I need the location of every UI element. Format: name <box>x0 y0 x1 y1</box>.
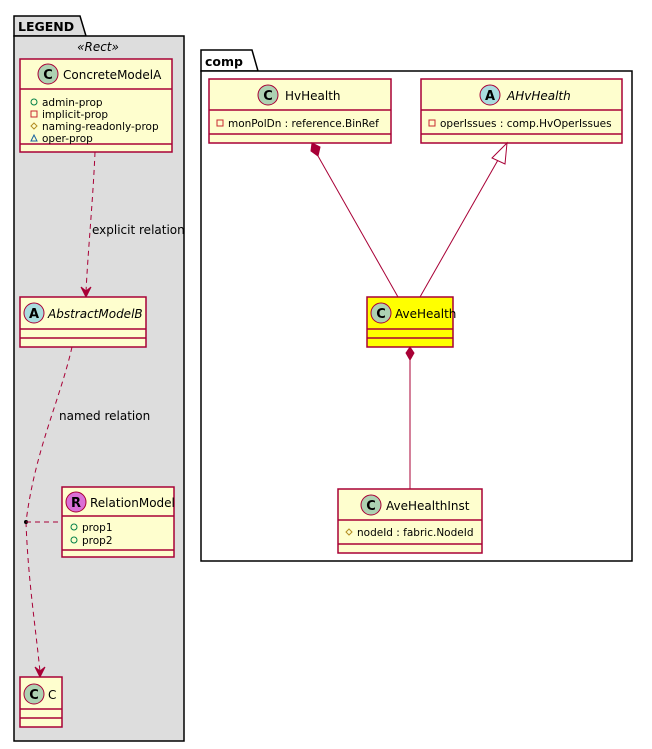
protected-visibility-icon <box>345 528 353 536</box>
public-visibility-icon <box>70 523 78 531</box>
class-name: ConcreteModelA <box>63 68 162 82</box>
class-name: HvHealth <box>285 89 341 103</box>
class-c-icon <box>37 63 59 85</box>
arrow-head-icon <box>80 286 92 299</box>
class-c-icon-letter: C <box>29 688 39 703</box>
abstract-a-icon-letter: A <box>485 89 495 104</box>
private-visibility-icon <box>216 119 224 127</box>
package-visibility-icon <box>30 133 38 142</box>
member-prop1: prop1 <box>82 522 113 534</box>
class-c[interactable]: C C <box>19 676 63 728</box>
class-ahvhealth[interactable]: A AHvHealth operIssues : comp.HvOperIssu… <box>420 78 623 144</box>
class-relation-model[interactable]: R RelationModel prop1 prop2 <box>61 486 175 558</box>
class-c-icon-letter: C <box>376 307 386 322</box>
abstract-a-icon <box>479 84 501 106</box>
inheritance-triangle-icon <box>491 141 508 165</box>
protected-visibility-icon <box>30 122 38 130</box>
public-visibility-icon <box>30 98 38 106</box>
legend-stereotype: «Rect» <box>77 40 119 54</box>
class-name: AveHealth <box>395 307 456 321</box>
class-name: AbstractModelB <box>47 307 143 321</box>
class-name: AHvHealth <box>506 89 571 103</box>
composition-diamond-icon <box>405 346 415 362</box>
arrow-head-icon <box>34 666 46 679</box>
member-nodeid: nodeId : fabric.NodeId <box>357 527 473 539</box>
class-name: AveHealthInst <box>386 499 470 513</box>
explicit-relation-edge: explicit relation <box>80 151 185 299</box>
private-visibility-icon <box>428 119 436 127</box>
class-c-icon <box>360 494 382 516</box>
class-c-icon <box>23 683 45 705</box>
abstract-a-icon-letter: A <box>29 307 39 322</box>
abstract-a-icon <box>23 302 45 324</box>
class-avehealthinst[interactable]: C AveHealthInst nodeId : fabric.NodeId <box>337 488 483 554</box>
relation-r-icon-letter: R <box>71 496 81 511</box>
member-admin-prop: admin-prop <box>42 97 103 109</box>
class-c-icon <box>370 302 392 324</box>
class-avehealth[interactable]: C AveHealth <box>366 296 456 348</box>
named-relation-edge: named relation <box>24 346 150 679</box>
composition-diamond-icon <box>310 142 321 157</box>
class-name: C <box>48 688 56 702</box>
class-c-icon <box>257 84 279 106</box>
legend-package: LEGEND «Rect» <box>13 15 185 742</box>
composition-edge-hvhealth-avehealth <box>310 142 399 298</box>
class-c-icon-letter: C <box>263 89 273 104</box>
member-implicit-prop: implicit-prop <box>42 109 108 121</box>
comp-package-name: comp <box>205 54 243 69</box>
class-concrete-model-a[interactable]: C ConcreteModelA admin-prop implicit-pro… <box>19 58 173 153</box>
relation-r-icon <box>65 491 87 513</box>
legend-package-body <box>13 35 185 742</box>
named-relation-label: named relation <box>59 409 150 423</box>
class-c-icon-letter: C <box>366 499 376 514</box>
public-visibility-icon <box>70 536 78 544</box>
class-abstract-model-b[interactable]: A AbstractModelB <box>19 296 147 348</box>
generalization-edge-avehealth-ahvhealth <box>419 141 508 298</box>
class-name: RelationModel <box>90 496 175 510</box>
private-visibility-icon <box>30 110 38 118</box>
member-prop2: prop2 <box>82 535 113 547</box>
composition-edge-avehealth-avehealthinst <box>405 346 415 489</box>
member-naming-readonly-prop: naming-readonly-prop <box>42 121 159 133</box>
class-hvhealth[interactable]: C HvHealth monPolDn : reference.BinRef <box>208 78 392 144</box>
member-oper-prop: oper-prop <box>42 133 93 145</box>
member-operissues: operIssues : comp.HvOperIssues <box>440 118 612 130</box>
member-monpoldn: monPolDn : reference.BinRef <box>228 118 379 130</box>
legend-package-name: LEGEND <box>18 19 74 34</box>
class-c-icon-letter: C <box>43 68 53 83</box>
explicit-relation-label: explicit relation <box>92 223 185 237</box>
